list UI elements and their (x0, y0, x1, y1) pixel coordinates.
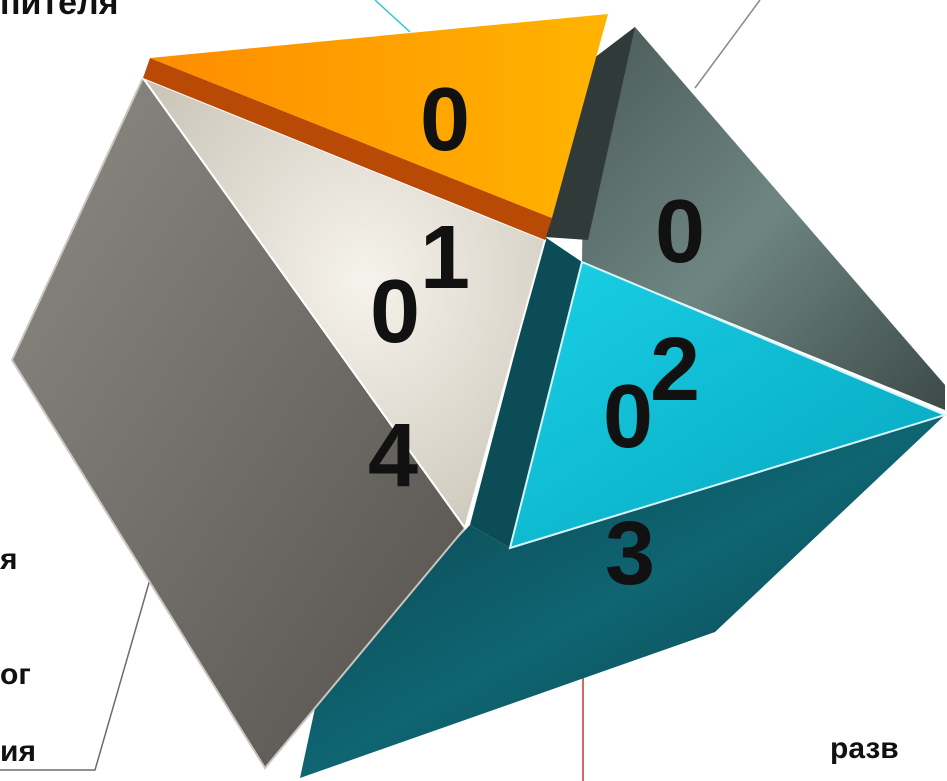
connector-line-cyan (375, 0, 410, 32)
cyan-triangle-digit-two: 2 (650, 320, 700, 420)
connector-line-gray-top (695, 0, 760, 88)
label-bottom-right: разв (830, 734, 899, 764)
label-left-line-1: я (0, 545, 18, 575)
teal-face-digit-three: 3 (605, 504, 655, 604)
orange-triangle-digit: 0 (420, 70, 470, 170)
light-face-digit-zero: 0 (370, 262, 420, 362)
label-left-line-3: ия (0, 737, 36, 767)
light-face-digit-one: 1 (420, 208, 470, 308)
cyan-triangle-digit-zero: 0 (603, 367, 653, 467)
label-top-left: пителя (0, 0, 118, 20)
dark-gray-face-digit: 0 (655, 182, 705, 282)
light-face-digit-four: 4 (368, 406, 418, 506)
label-left-line-2: ог (0, 660, 31, 690)
